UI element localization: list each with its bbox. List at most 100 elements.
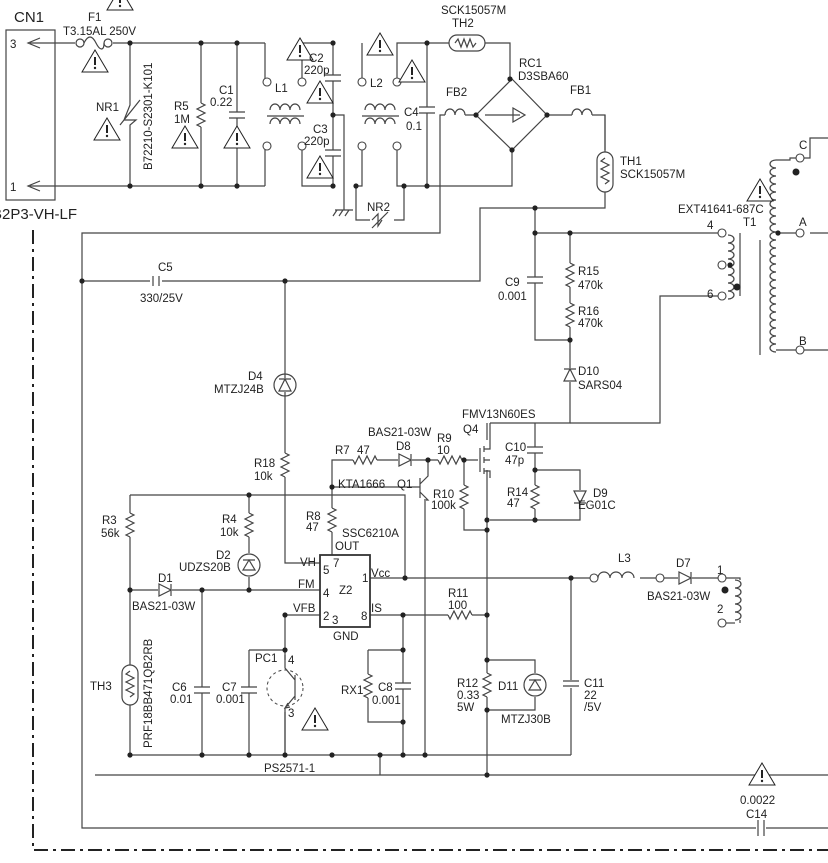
inductor-l1-top xyxy=(269,102,301,111)
t1-pin4: 4 xyxy=(707,220,714,232)
wire xyxy=(284,281,320,564)
junction-dot xyxy=(377,752,383,758)
inductor-l2-bottom xyxy=(364,116,396,125)
junction-dot xyxy=(401,183,407,189)
c11-voltage: /5V xyxy=(584,702,602,714)
junction-dot xyxy=(199,752,205,758)
junction-dot xyxy=(198,40,204,46)
terminal-pin xyxy=(795,228,805,238)
q1-part: KTA1666 xyxy=(338,479,385,491)
t1-label: T1 xyxy=(743,217,756,229)
optocoupler-pc1 xyxy=(266,655,306,755)
z2-part: SSC6210A xyxy=(342,528,399,540)
fb2-label: FB2 xyxy=(446,87,467,99)
components xyxy=(26,0,805,836)
polarity-dot xyxy=(733,283,741,291)
c6-label: C6 xyxy=(172,682,187,694)
d9-label: D9 xyxy=(593,488,608,500)
c3-value: 220p xyxy=(304,136,330,148)
c9-value: 0.001 xyxy=(498,291,527,303)
c10-value: 47p xyxy=(505,455,524,467)
resistor-r11 xyxy=(447,609,473,621)
rc1-label: RC1 xyxy=(519,58,542,70)
junction-dot xyxy=(422,752,428,758)
junction-dot xyxy=(246,587,252,593)
c10-label: C10 xyxy=(505,442,526,454)
t1-pin1: 1 xyxy=(717,565,723,577)
t1-pin6: 6 xyxy=(707,289,713,301)
c11-label: C11 xyxy=(584,678,604,690)
wire xyxy=(463,460,487,531)
capacitor-c14 xyxy=(756,820,766,836)
varistor-nr2 xyxy=(370,211,394,229)
junction-dot xyxy=(461,457,467,463)
junction-dot xyxy=(282,612,288,618)
capacitor-c9 xyxy=(526,276,544,284)
r11-label: R11 xyxy=(448,588,468,600)
d2-part: UDZS20B xyxy=(179,562,231,574)
inductor-l2-top xyxy=(364,102,396,111)
pin-fm: FM xyxy=(298,579,315,591)
warning-triangle-icon xyxy=(171,125,199,149)
junction-dot xyxy=(532,467,538,473)
junction-dot xyxy=(400,612,406,618)
wire xyxy=(570,295,722,424)
pin-vfb: VFB xyxy=(293,603,316,615)
capacitor-c2 xyxy=(324,74,342,82)
d4-part: MTZJ24B xyxy=(214,384,264,396)
t1-pin2: 2 xyxy=(717,604,723,616)
z2-label: Z2 xyxy=(339,585,352,597)
capacitor-c11 xyxy=(563,680,579,688)
junction-dot xyxy=(246,752,252,758)
junction-dot xyxy=(127,40,133,46)
r15-value: 470k xyxy=(578,280,603,292)
d1-part: BAS21-03W xyxy=(132,601,195,613)
junction-dot xyxy=(509,147,515,153)
f1-label: F1 xyxy=(88,12,101,24)
junction-dot xyxy=(330,112,336,118)
connector-arrow-icon xyxy=(26,37,41,192)
nr1-label: NR1 xyxy=(96,102,119,114)
pin-3: 3 xyxy=(332,615,338,627)
warning-triangle-icon xyxy=(301,707,329,731)
ic-z2 xyxy=(319,554,371,628)
varistor-nr1 xyxy=(119,99,141,130)
pc1-part: PS2571-1 xyxy=(264,763,315,775)
c9-label: C9 xyxy=(505,277,520,289)
junction-dot xyxy=(484,517,490,523)
resistor-r7 xyxy=(352,454,378,466)
warning-triangle-icon xyxy=(223,125,251,149)
pin-is: IS xyxy=(371,603,382,615)
resistor-r16 xyxy=(564,302,576,328)
junction-dot xyxy=(198,183,204,189)
pin-gnd: GND xyxy=(333,631,359,643)
d10-label: D10 xyxy=(578,366,599,378)
r8-label: R8 xyxy=(306,511,321,523)
rx1-label: RX1 xyxy=(341,685,363,697)
resistor-r3 xyxy=(124,512,136,538)
junction-dot xyxy=(473,112,479,118)
capacitor-c4 xyxy=(418,106,436,114)
terminal-pin xyxy=(717,291,727,301)
junction-dot xyxy=(484,772,490,778)
nr1-part: B72210-S2301-K101 xyxy=(143,63,155,170)
junction-dot xyxy=(567,230,573,236)
c4-value: 0.1 xyxy=(406,121,422,133)
junction-dot xyxy=(727,262,733,268)
junction-dot xyxy=(127,587,133,593)
terminal-pin xyxy=(655,573,665,583)
c6-value: 0.01 xyxy=(170,694,192,706)
nr2-label: NR2 xyxy=(367,202,390,214)
labels: CN1 3 1 B2P3-VH-LF F1 T3.15AL 250V NR1 B… xyxy=(0,5,807,821)
r12-value: 0.33 xyxy=(457,690,479,702)
wires xyxy=(5,29,828,851)
d2-label: D2 xyxy=(216,550,231,562)
d11-label: D11 xyxy=(498,681,518,693)
resistor-r5 xyxy=(195,102,207,128)
pin-4: 4 xyxy=(323,588,330,600)
wire xyxy=(355,146,405,221)
ferrite-fb1 xyxy=(571,107,593,116)
connector-cn1 xyxy=(5,29,56,201)
t1-aux-winding xyxy=(734,579,743,621)
resistor-r10 xyxy=(458,484,470,510)
